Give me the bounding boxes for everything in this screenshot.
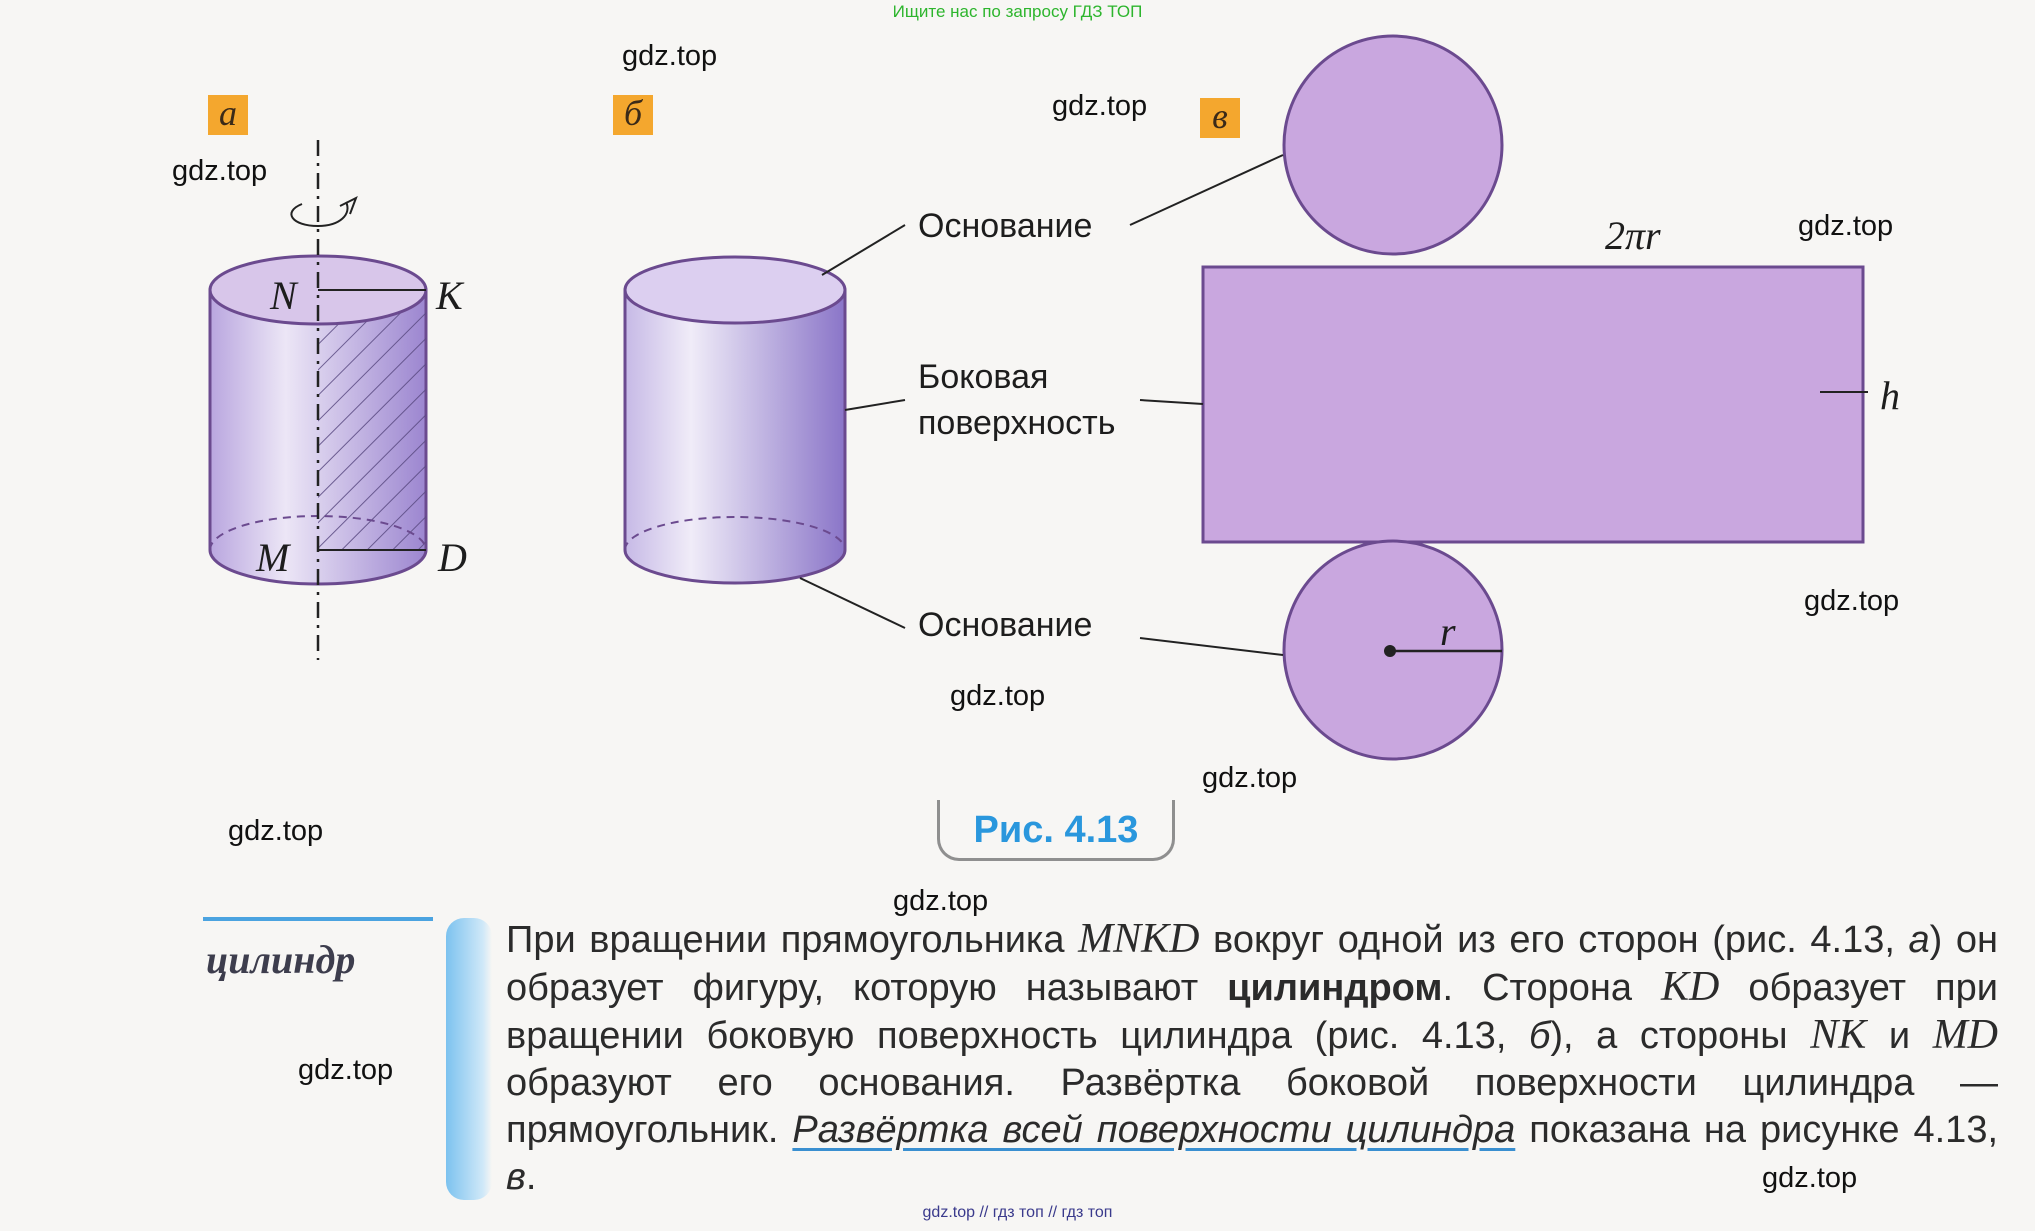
leader-lines (799, 154, 1284, 656)
term-cylinder: цилиндром (1227, 967, 1443, 1009)
text-run: образуют его основания. Развёртка боково… (506, 1062, 1998, 1151)
watermark: gdz.top (893, 885, 989, 917)
figure-caption: Рис. 4.13 (937, 800, 1175, 861)
cylinder-b (623, 255, 847, 585)
text-run: . (525, 1156, 537, 1198)
vertex-k: K (436, 273, 463, 318)
watermark: gdz.top (1762, 1162, 1858, 1194)
vertex-d: D (438, 535, 467, 580)
label-base-top: Основание (918, 207, 1093, 245)
text-run: вокруг одной из его сторон (рис. 4.13, (1199, 919, 1909, 961)
label-width-2pir: 2πr (1605, 213, 1661, 258)
text-run: . Сторона (1442, 967, 1662, 1009)
panel-b-label: б (613, 95, 653, 135)
label-lateral-1: Боковая (918, 358, 1049, 396)
label-base-bottom: Основание (918, 606, 1093, 644)
watermark: gdz.top (1202, 762, 1298, 794)
ref-b: б (1528, 1015, 1551, 1057)
watermark: gdz.top (228, 815, 324, 847)
watermark: gdz.top (622, 40, 718, 72)
text-run: показана на рисунке 4.13, (1515, 1109, 1999, 1151)
math-kd: KD (1661, 964, 1720, 1010)
margin-term: цилиндр (206, 937, 356, 982)
panel-a-label: а (208, 95, 248, 135)
text-run: При вращении прямоугольника (506, 919, 1079, 961)
label-radius-r: r (1440, 609, 1456, 654)
net-definition: Развёртка всей поверхности цилиндра (792, 1109, 1516, 1151)
label-height-h: h (1880, 373, 1900, 418)
definition-paragraph: При вращении прямоугольника MNKD вокруг … (506, 916, 1998, 1201)
watermark: gdz.top (1798, 210, 1894, 242)
text-run: образует при вращении боковую поверхност… (506, 967, 1998, 1057)
vertex-m: M (256, 535, 290, 580)
watermark: gdz.top (172, 155, 268, 187)
watermark: gdz.top (1052, 90, 1148, 122)
paragraph-accent-bar (446, 918, 492, 1200)
math-md: MD (1932, 1012, 1999, 1058)
panel-c-label: в (1200, 98, 1240, 138)
watermark: gdz.top (1804, 585, 1900, 617)
cylinder-net (1201, 34, 1868, 761)
margin-accent-line (203, 917, 433, 921)
vertex-n: N (270, 273, 297, 318)
cylinder-a (208, 140, 428, 660)
watermark: gdz.top (298, 1054, 394, 1086)
ref-c: в (506, 1156, 526, 1198)
text-run: ), а стороны (1550, 1015, 1811, 1057)
footer-note: gdz.top // гдз топ // гдз топ (922, 1204, 1113, 1221)
text-run: и (1866, 1015, 1933, 1057)
text-run: ) он образует фигуру, которую называют (506, 919, 1998, 1009)
math-nk: NK (1810, 1012, 1867, 1058)
search-hint: Ищите нас по запросу ГДЗ ТОП (892, 2, 1143, 21)
math-mnkd: MNKD (1078, 916, 1200, 962)
ref-a: а (1908, 919, 1930, 961)
label-lateral-2: поверхность (918, 404, 1116, 442)
watermark: gdz.top (950, 680, 1046, 712)
